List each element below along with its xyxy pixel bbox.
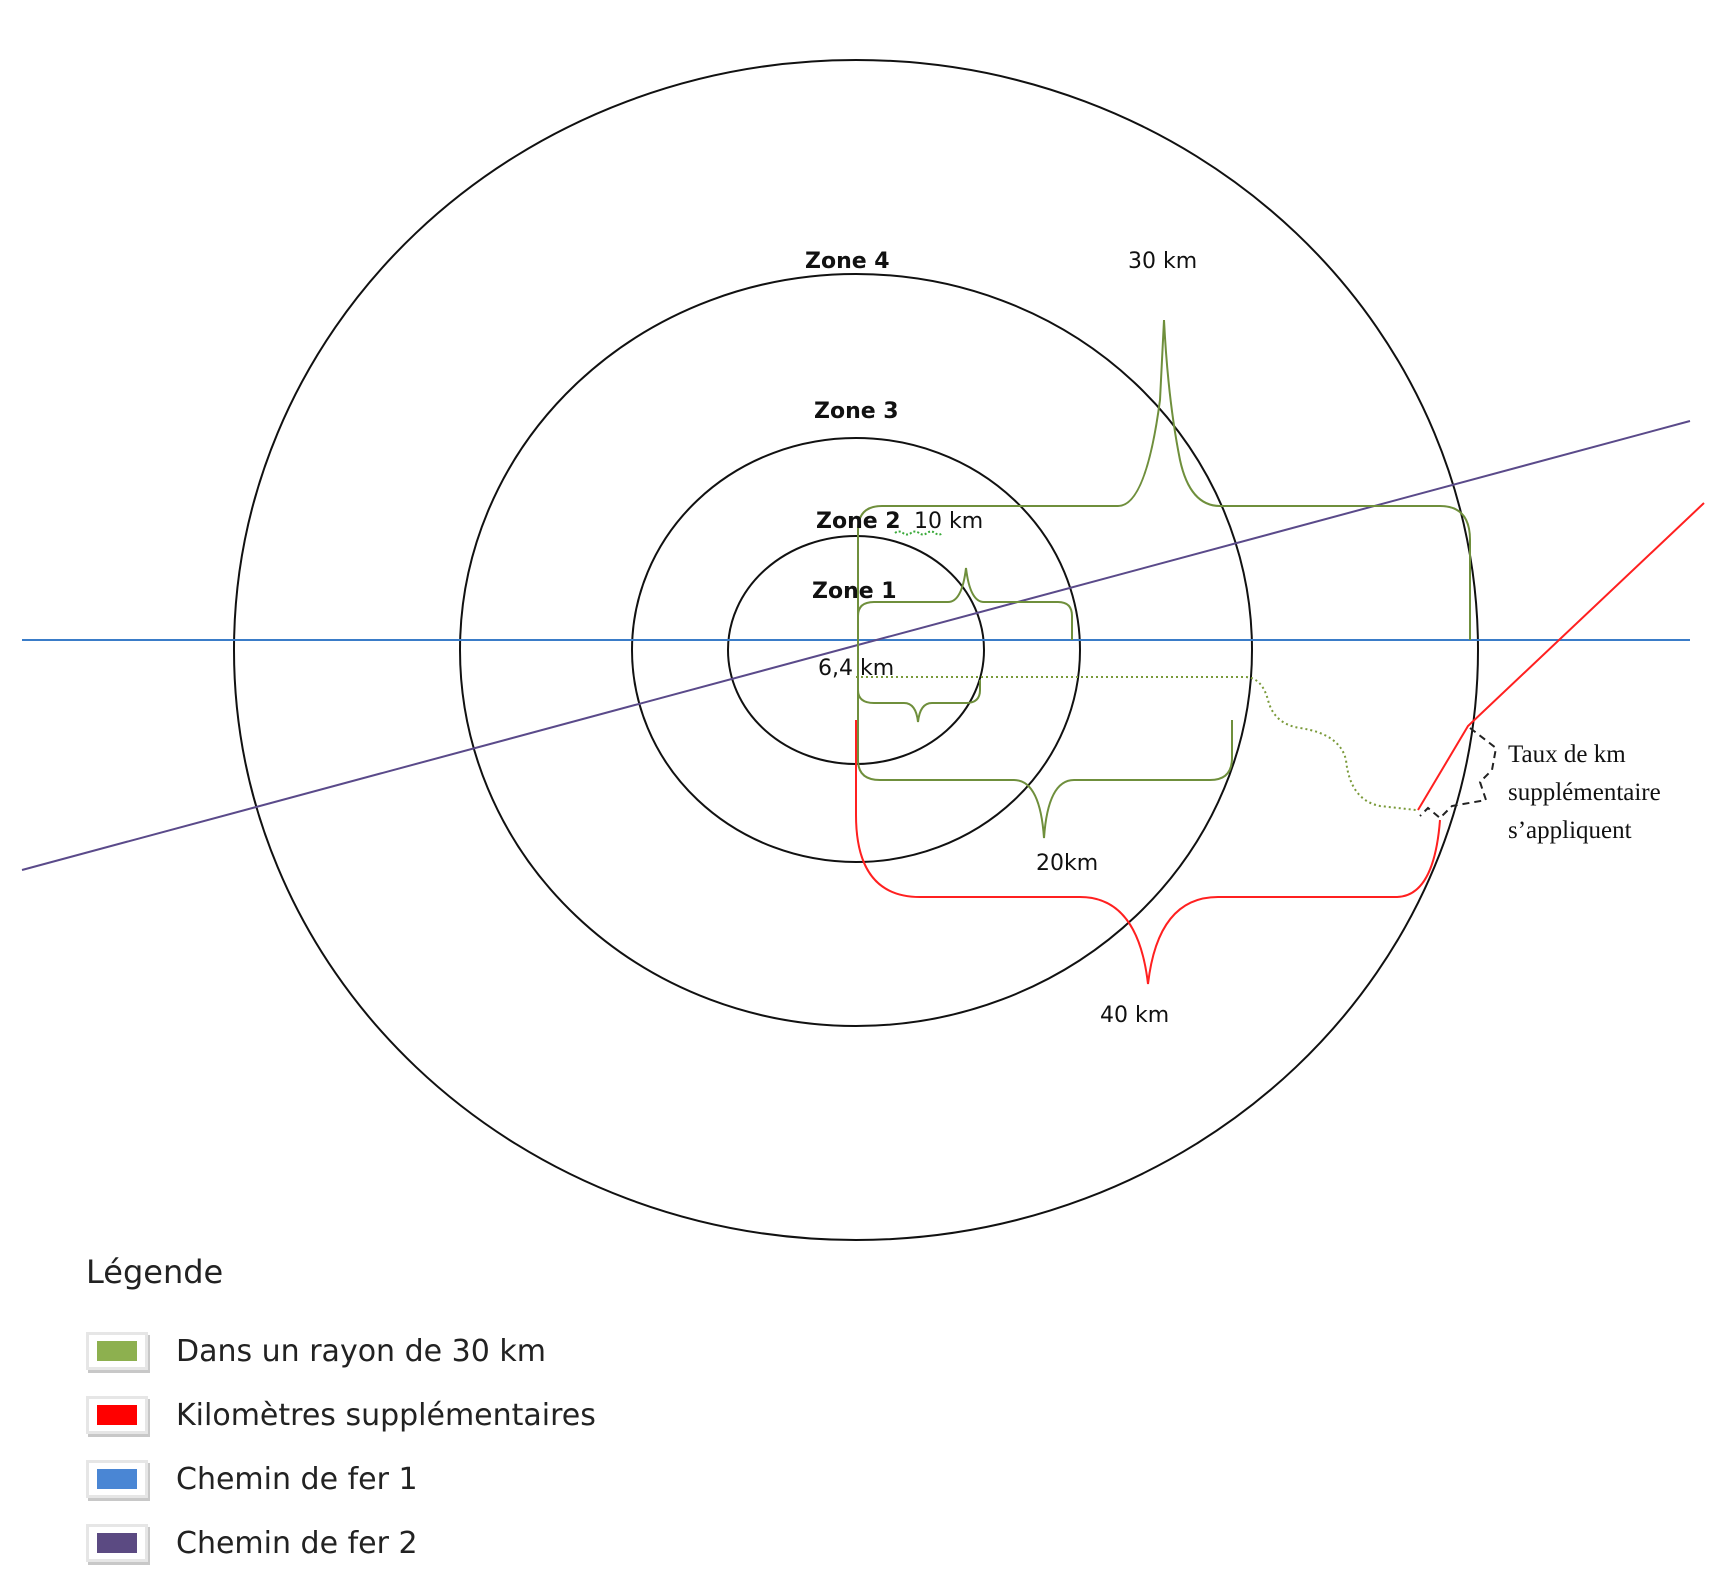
legend-label: Chemin de fer 1 [176, 1461, 418, 1497]
bracket-20km [857, 640, 1233, 839]
legend: Légende Dans un rayon de 30 km Kilomètre… [86, 1253, 596, 1575]
railway-2-line [21, 420, 1691, 871]
distance-40km-label: 40 km [1100, 1003, 1169, 1028]
bracket-30km [857, 319, 1471, 640]
legend-label: Dans un rayon de 30 km [176, 1333, 546, 1369]
distance-10km-label: 10 km [914, 509, 983, 534]
legend-item-within-30km: Dans un rayon de 30 km [86, 1319, 596, 1383]
legend-item-railway-2: Chemin de fer 2 [86, 1511, 596, 1575]
zone-3-label: Zone 3 [814, 399, 899, 424]
bracket-6-4km [857, 645, 981, 723]
legend-swatch-purple [86, 1524, 148, 1562]
zone-1-label: Zone 1 [812, 579, 897, 604]
distance-20km-label: 20km [1036, 851, 1098, 876]
legend-swatch-blue [86, 1460, 148, 1498]
legend-item-extra-km: Kilomètres supplémentaires [86, 1383, 596, 1447]
legend-title: Légende [86, 1253, 224, 1291]
legend-label: Chemin de fer 2 [176, 1525, 418, 1561]
legend-swatch-red [86, 1396, 148, 1434]
zone-2-label: Zone 2 [816, 509, 901, 534]
distance-6-4km-label: 6,4 km [818, 656, 894, 681]
legend-item-railway-1: Chemin de fer 1 [86, 1447, 596, 1511]
annotation-line-1: Taux de km [1508, 741, 1626, 768]
zone-2-circle [631, 437, 1081, 863]
zone-4-label: Zone 4 [805, 249, 890, 274]
legend-label: Kilomètres supplémentaires [176, 1397, 596, 1433]
zone-4-circle [233, 59, 1479, 1241]
zone-3-circle [459, 273, 1253, 1027]
annotation-brace [1419, 727, 1498, 820]
bracket-40km [855, 720, 1441, 985]
bracket-10km [857, 567, 1073, 640]
extra-km-line [1417, 502, 1705, 811]
legend-swatch-green [86, 1332, 148, 1370]
distance-30km-label: 30 km [1128, 249, 1197, 274]
spell-underline [894, 530, 944, 536]
annotation-line-2: supplémentaire [1508, 779, 1661, 806]
annotation-line-3: s’appliquent [1508, 817, 1632, 844]
dotted-leader [856, 676, 1417, 811]
